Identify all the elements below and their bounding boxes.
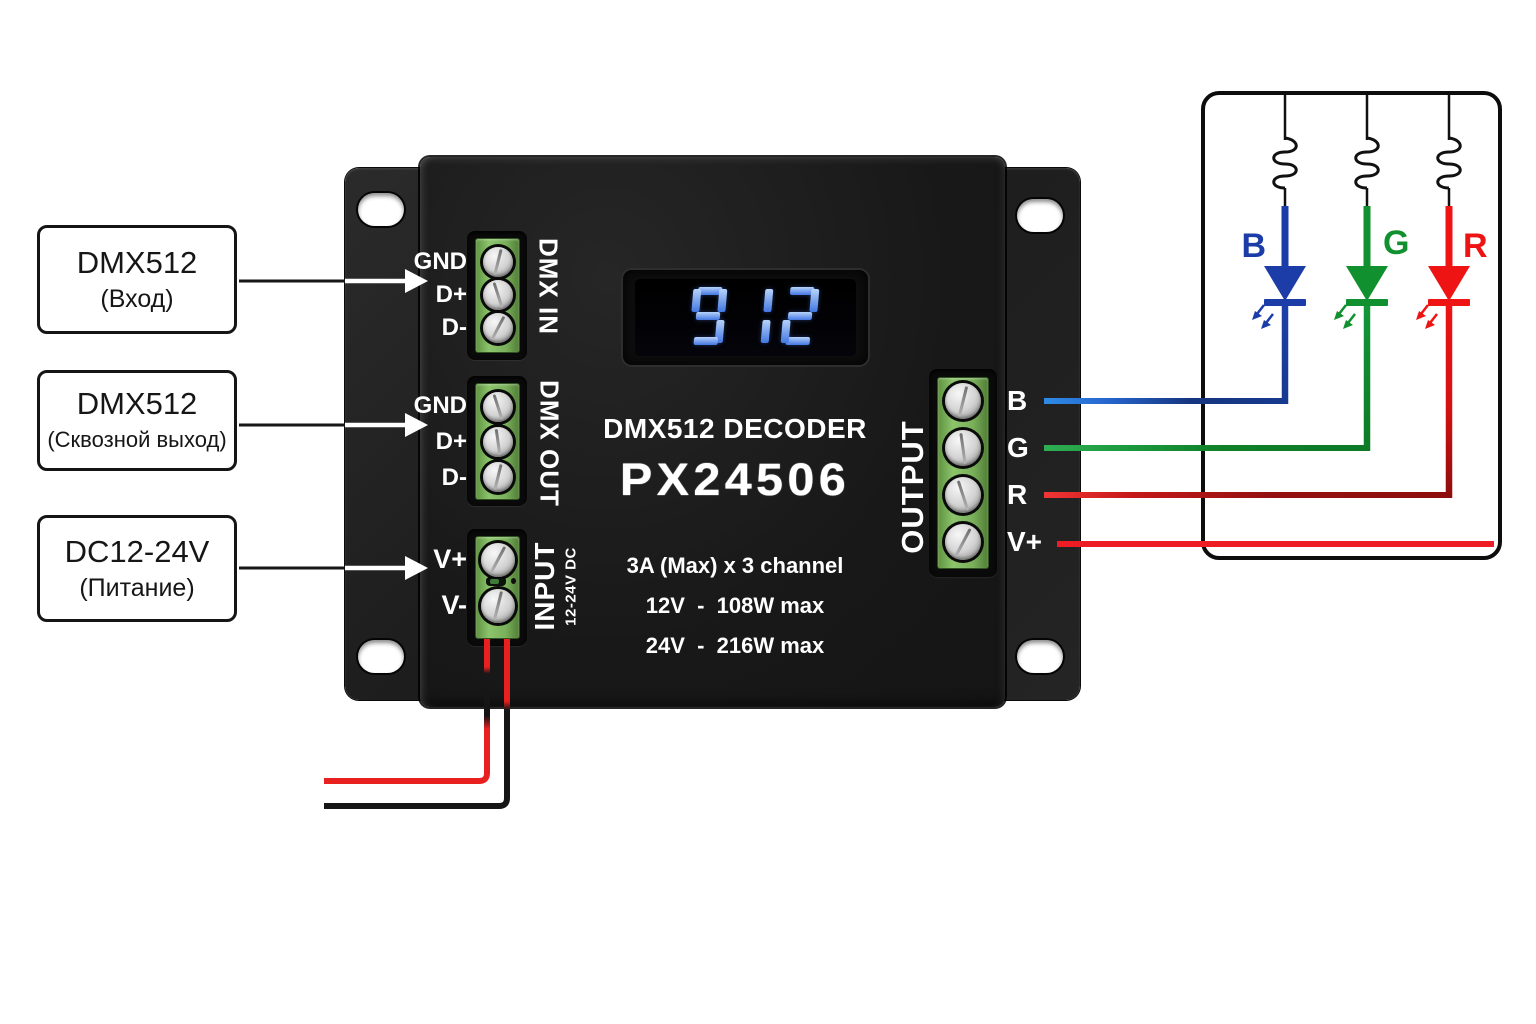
led-label-green: G	[1383, 224, 1410, 262]
pin-label-gnd: GND	[413, 248, 467, 275]
led-triangle-icon	[1264, 266, 1306, 301]
emission-arrowhead	[1425, 320, 1435, 329]
screw-terminal	[483, 427, 513, 457]
seven-segment-readout	[688, 287, 820, 345]
emission-arrowhead	[1261, 320, 1271, 329]
pin-label-gnd: GND	[413, 392, 467, 419]
screw-terminal	[945, 430, 981, 466]
resistor-icon	[1354, 136, 1380, 190]
screw-terminal	[945, 477, 981, 513]
source-box-title: DMX512	[76, 386, 198, 421]
seven-segment-digit	[688, 287, 728, 345]
source-box-subtitle: (Питание)	[79, 574, 195, 602]
screw-terminal	[483, 392, 513, 422]
mounting-hole	[1017, 199, 1063, 232]
led-label-red: R	[1463, 227, 1488, 265]
power-indicator	[486, 577, 506, 586]
emission-arrowhead	[1334, 311, 1344, 320]
led-branch-green	[1334, 95, 1388, 329]
emission-arrow-icon	[1429, 313, 1438, 324]
emission-arrow-icon	[1256, 304, 1265, 315]
emission-arrowhead	[1252, 311, 1262, 320]
mounting-hole	[358, 640, 404, 673]
screw-terminal	[483, 247, 513, 277]
source-box-dmx-thru: DMX512 (Сквозной выход)	[37, 370, 237, 471]
pin-label-dminus: D-	[441, 314, 467, 341]
screw-terminal	[945, 383, 981, 419]
led-cathode-bar	[1346, 299, 1388, 306]
source-box-subtitle: (Вход)	[100, 285, 174, 313]
pin-label-vplus: V+	[433, 544, 467, 574]
pin-label-vminus: V-	[441, 590, 467, 620]
emission-arrowhead	[1416, 311, 1426, 320]
mounting-hole	[1017, 640, 1063, 673]
screw-terminal	[483, 462, 513, 492]
emission-arrow-icon	[1420, 304, 1429, 315]
emission-arrow-icon	[1338, 304, 1347, 315]
pin-label-dminus: D-	[441, 464, 467, 491]
spec-line: 3A (Max) x 3 channel	[626, 553, 844, 578]
device-title: DMX512 DECODER	[603, 413, 867, 444]
led-cathode-bar	[1264, 299, 1306, 306]
led-triangle-icon	[1346, 266, 1388, 301]
source-box-title: DMX512	[76, 245, 198, 280]
spec-line: 12V - 108W max	[645, 593, 825, 618]
screw-terminal	[481, 543, 515, 577]
resistor-icon	[1436, 136, 1462, 190]
indicator-dot	[511, 578, 516, 584]
source-box-subtitle: (Сквозной выход)	[47, 427, 227, 452]
output-pin-vplus: V+	[1007, 526, 1043, 557]
led-branch-blue	[1252, 95, 1306, 329]
seven-segment-digit	[780, 287, 820, 345]
source-box-power: DC12-24V (Питание)	[37, 515, 237, 622]
resistor-icon	[1272, 136, 1298, 190]
emission-arrowhead	[1343, 320, 1353, 329]
led-branch-red	[1416, 95, 1470, 329]
emission-arrow-icon	[1347, 313, 1356, 324]
output-pin-g: G	[1007, 432, 1029, 463]
spec-line: 24V - 216W max	[645, 633, 825, 658]
mounting-hole	[358, 193, 404, 226]
dmx-address-display	[635, 279, 856, 356]
pin-label-dplus: D+	[435, 281, 467, 308]
led-load-box	[1201, 91, 1502, 560]
dmx-in-port-name: DMX IN	[533, 238, 564, 335]
source-box-title: DC12-24V	[64, 534, 210, 569]
led-symbol-green	[1334, 206, 1388, 329]
source-box-dmx-input: DMX512 (Вход)	[37, 225, 237, 334]
output-pin-r: R	[1007, 479, 1028, 510]
led-triangle-icon	[1428, 266, 1470, 301]
screw-terminal	[481, 589, 515, 623]
screw-terminal	[483, 313, 513, 343]
screw-terminal	[483, 280, 513, 310]
led-cathode-bar	[1428, 299, 1470, 306]
device-model: PX24506	[619, 454, 851, 505]
led-symbol-blue	[1252, 206, 1306, 329]
seven-segment-digit	[734, 287, 774, 345]
led-label-blue: B	[1241, 227, 1266, 265]
output-pin-b: B	[1007, 385, 1028, 416]
pin-label-dplus: D+	[435, 428, 467, 455]
screw-terminal	[945, 524, 981, 560]
emission-arrow-icon	[1265, 313, 1274, 324]
